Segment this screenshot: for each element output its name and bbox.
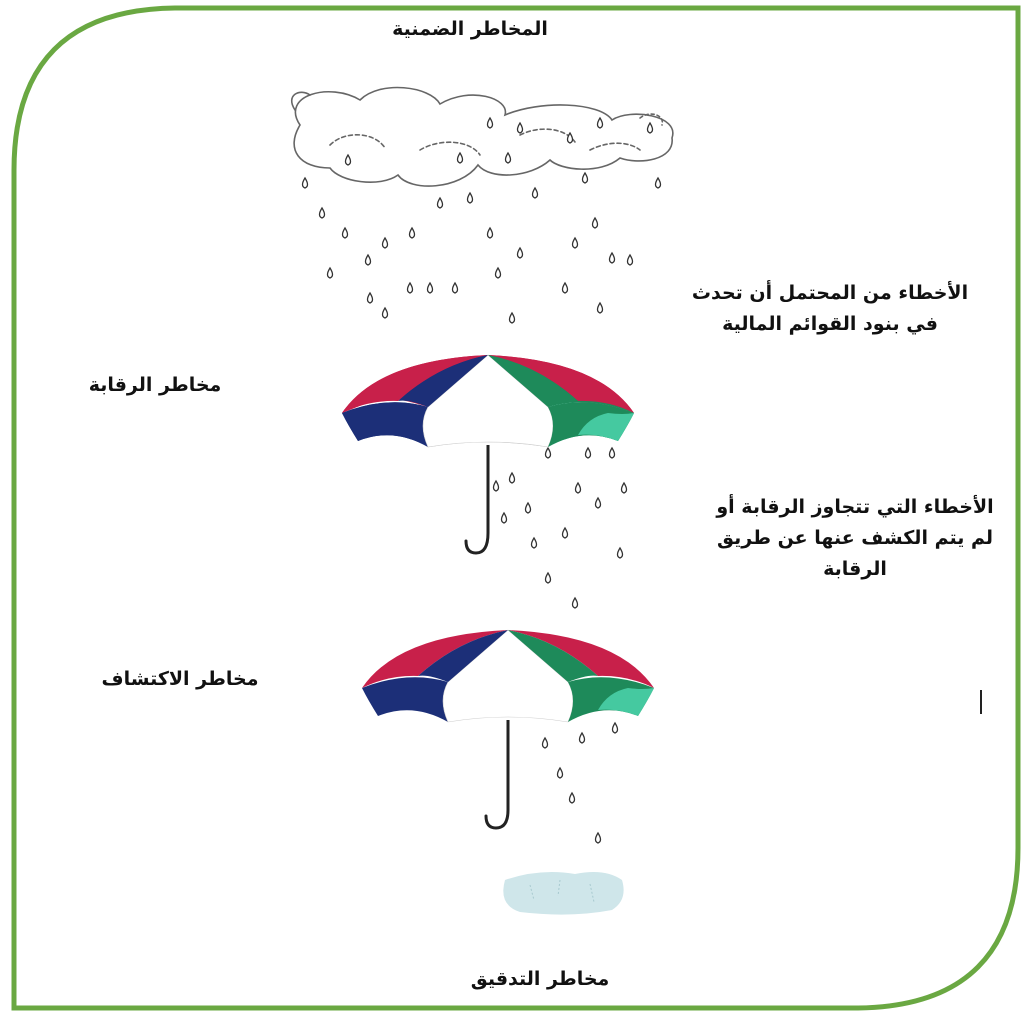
puddle-icon — [503, 872, 624, 915]
raindrop-icon — [531, 186, 539, 199]
raindrop-icon — [436, 196, 444, 209]
raindrop-icon — [504, 151, 512, 164]
possible-errors-note: الأخطاء من المحتمل أن تحدث في بنود القوا… — [660, 278, 1000, 340]
raindrop-icon — [524, 501, 532, 514]
note-line: في بنود القوائم المالية — [722, 313, 938, 335]
raindrop-icon — [571, 236, 579, 249]
note-line: الأخطاء التي تتجاوز الرقابة أو — [716, 496, 994, 518]
raindrop-icon — [571, 596, 579, 609]
note-line: لم يتم الكشف عنها عن طريق — [716, 527, 994, 549]
raindrop-icon — [494, 266, 502, 279]
raindrop-icon — [561, 281, 569, 294]
raindrop-icon — [456, 151, 464, 164]
raindrop-icon — [381, 306, 389, 319]
raindrop-icon — [516, 121, 524, 134]
raindrop-icon — [578, 731, 586, 744]
raindrop-icon — [616, 546, 624, 559]
raindrop-icon — [594, 831, 602, 844]
raindrop-icon — [596, 301, 604, 314]
raindrop-icon — [364, 253, 372, 266]
raindrop-icon — [611, 721, 619, 734]
cloud-icon — [290, 86, 674, 187]
raindrop-icon — [408, 226, 416, 239]
raindrop-icon — [594, 496, 602, 509]
raindrop-icon — [451, 281, 459, 294]
umbrella-icon — [342, 354, 634, 555]
raindrop-icon — [508, 471, 516, 484]
raindrop-icon — [486, 116, 494, 129]
raindrop-icon — [530, 536, 538, 549]
raindrop-icon — [556, 766, 564, 779]
raindrop-icon — [566, 131, 574, 144]
rain-drops — [301, 116, 662, 844]
raindrop-icon — [541, 736, 549, 749]
raindrop-icon — [574, 481, 582, 494]
detection-risk-label: مخاطر الاكتشاف — [101, 668, 259, 690]
umbrella-icon — [362, 629, 654, 830]
raindrop-icon — [406, 281, 414, 294]
text-cursor — [980, 690, 982, 714]
inherent-risk-label: المخاطر الضمنية — [392, 18, 548, 40]
raindrop-icon — [500, 511, 508, 524]
green-frame — [11, 5, 1021, 1011]
raindrop-icon — [344, 153, 352, 166]
raindrop-icon — [646, 121, 654, 134]
raindrop-icon — [608, 446, 616, 459]
raindrop-icon — [492, 479, 500, 492]
raindrop-icon — [366, 291, 374, 304]
raindrop-icon — [581, 171, 589, 184]
raindrop-icon — [608, 251, 616, 264]
raindrop-icon — [381, 236, 389, 249]
raindrop-icon — [626, 253, 634, 266]
bypassed-errors-note: الأخطاء التي تتجاوز الرقابة أو لم يتم ال… — [690, 492, 1020, 585]
audit-risk-label: مخاطر التدقيق — [470, 968, 610, 990]
raindrop-icon — [596, 116, 604, 129]
raindrop-icon — [486, 226, 494, 239]
raindrop-icon — [544, 571, 552, 584]
raindrop-icon — [654, 176, 662, 189]
raindrop-icon — [301, 176, 309, 189]
note-line: الرقابة — [823, 558, 887, 580]
raindrop-icon — [584, 446, 592, 459]
raindrop-icon — [341, 226, 349, 239]
raindrop-icon — [620, 481, 628, 494]
control-risk-label: مخاطر الرقابة — [88, 374, 222, 396]
raindrop-icon — [326, 266, 334, 279]
raindrop-icon — [516, 246, 524, 259]
raindrop-icon — [591, 216, 599, 229]
raindrop-icon — [544, 446, 552, 459]
note-line: الأخطاء من المحتمل أن تحدث — [691, 282, 969, 304]
raindrop-icon — [466, 191, 474, 204]
raindrop-icon — [318, 206, 326, 219]
raindrop-icon — [426, 281, 434, 294]
raindrop-icon — [508, 311, 516, 324]
raindrop-icon — [561, 526, 569, 539]
raindrop-icon — [568, 791, 576, 804]
